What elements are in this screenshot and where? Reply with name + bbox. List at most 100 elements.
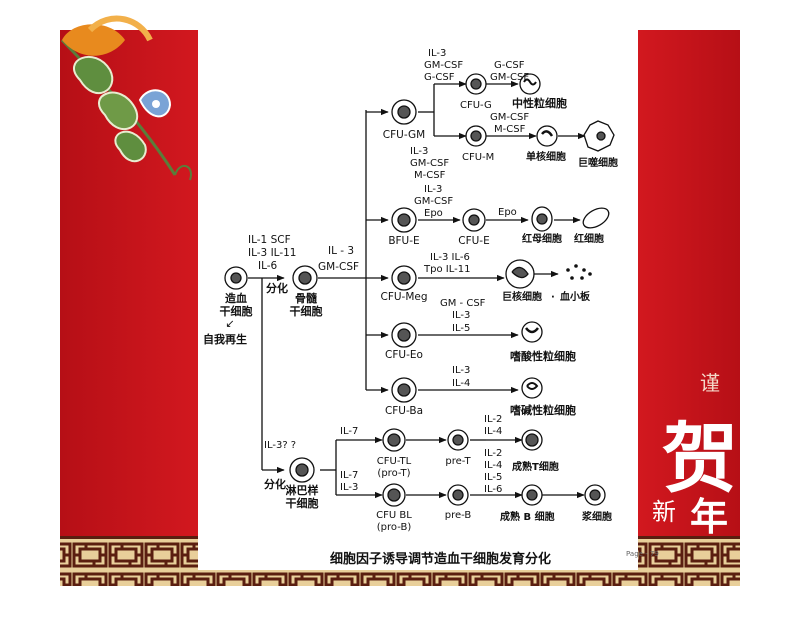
diagram-sheet <box>198 30 638 570</box>
cfu-eo-cell-icon <box>391 322 417 348</box>
lymphoid-stem-cell-icon <box>289 457 315 483</box>
svg-text:(pro-T): (pro-T) <box>377 468 410 479</box>
lymphoid-label-2: 干细胞 <box>286 496 319 510</box>
svg-text:Epo: Epo <box>424 208 443 219</box>
cfu-m-label: CFU-M <box>462 152 494 163</box>
svg-text:IL-3: IL-3 <box>410 146 428 157</box>
cfu-g-cell-icon <box>465 73 487 95</box>
hematopoiesis-diagram <box>224 73 615 507</box>
cfu-e-label: CFU-E <box>458 235 489 247</box>
stem-cell-label-1: 造血 <box>225 291 247 305</box>
svg-text:贺: 贺 <box>662 414 738 503</box>
svg-text:IL-3: IL-3 <box>452 310 470 321</box>
mature-t-label: 成熟T细胞 <box>512 460 559 473</box>
marrow-factor-2: GM-CSF <box>318 261 359 273</box>
svg-text:GM-CSF: GM-CSF <box>490 112 529 123</box>
cfu-e-cell-icon <box>462 208 486 232</box>
svg-text:IL-3 IL-6: IL-3 IL-6 <box>430 252 470 263</box>
marrow-label-1: 骨髓 <box>295 291 318 305</box>
svg-text:G-CSF: G-CSF <box>494 60 525 71</box>
pre-t-label: pre-T <box>445 456 471 467</box>
bfu-e-label: BFU-E <box>388 235 419 247</box>
cfu-tl-cell-icon <box>382 428 406 452</box>
eosinophil-label: 嗜酸性粒细胞 <box>510 349 576 363</box>
svg-text:GM-CSF: GM-CSF <box>410 158 449 169</box>
svg-text:M-CSF: M-CSF <box>414 170 446 181</box>
mature-b-label: 成熟 B 细胞 <box>500 510 555 523</box>
stem-cell-label-2: 干细胞 <box>220 304 253 318</box>
cfu-ba-label: CFU-Ba <box>385 405 423 417</box>
macrophage-label: 巨噬细胞 <box>578 156 618 169</box>
svg-text:M-CSF: M-CSF <box>494 124 526 135</box>
svg-text:IL-7: IL-7 <box>340 470 358 481</box>
cfu-bl-label: CFU BL <box>376 510 412 521</box>
svg-text:IL-4: IL-4 <box>484 426 502 437</box>
platelet-label: 血小板 <box>560 290 591 303</box>
pre-t-cell-icon <box>447 429 469 451</box>
cfu-meg-cell-icon <box>391 265 417 291</box>
svg-text:IL-3: IL-3 <box>340 482 358 493</box>
plasma-cell-icon <box>584 484 606 506</box>
cfu-gm-cell-icon <box>391 99 417 125</box>
monocyte-label: 单核细胞 <box>526 150 566 163</box>
cfu-gm-label: CFU-GM <box>383 129 425 141</box>
basophil-cell-icon <box>521 377 543 399</box>
stem-factor-3: IL-6 <box>258 260 278 272</box>
stem-arrow: ↙ <box>225 317 234 330</box>
svg-text:IL-5: IL-5 <box>484 472 502 483</box>
svg-text:IL-2: IL-2 <box>484 414 502 425</box>
svg-text:IL-3: IL-3 <box>428 48 446 59</box>
eosinophil-cell-icon <box>521 321 543 343</box>
lower-branch-label: 分化 <box>264 477 286 491</box>
svg-text:IL-4: IL-4 <box>484 460 502 471</box>
svg-text:GM-CSF: GM-CSF <box>424 60 463 71</box>
svg-text:IL-4: IL-4 <box>452 378 470 389</box>
svg-text:Epo: Epo <box>498 207 517 218</box>
rbc-cell-icon <box>582 207 610 229</box>
cfu-ba-cell-icon <box>391 377 417 403</box>
cfu-m-cell-icon <box>465 125 487 147</box>
self-renew-label: 自我再生 <box>203 332 247 346</box>
caption: 细胞因子诱导调节造血干细胞发育分化 <box>330 551 551 567</box>
svg-text:IL-5: IL-5 <box>452 323 470 334</box>
svg-text:GM-CSF: GM-CSF <box>414 196 453 207</box>
right-red-panel <box>638 30 740 586</box>
svg-text:·: · <box>551 292 555 303</box>
neutrophil-label: 中性粒细胞 <box>512 96 567 110</box>
marrow-label-2: 干细胞 <box>290 304 323 318</box>
cfu-g-label: CFU-G <box>460 100 492 111</box>
erythroblast-label: 红母细胞 <box>522 232 562 245</box>
cfu-bl-cell-icon <box>382 483 406 507</box>
svg-text:Tpo IL-11: Tpo IL-11 <box>423 264 470 275</box>
plasma-label: 浆细胞 <box>582 510 612 523</box>
megakaryocyte-label: 巨核细胞 <box>502 290 542 303</box>
cfu-eo-label: CFU-Eo <box>385 349 423 361</box>
svg-text:新: 新 <box>652 498 676 526</box>
svg-text:年: 年 <box>690 494 728 539</box>
erythroblast-cell-icon <box>531 206 553 232</box>
basophil-label: 嗜碱性粒细胞 <box>510 403 576 417</box>
svg-text:GM - CSF: GM - CSF <box>440 298 486 309</box>
svg-text:IL-3: IL-3 <box>452 365 470 376</box>
morning-glory-flower-icon <box>60 15 192 181</box>
stem-cell-icon <box>224 266 248 290</box>
mature-t-cell-icon <box>521 429 543 451</box>
megakaryocyte-cell-icon <box>505 259 535 289</box>
he-xin-nian-calligraphy-icon: 谨 贺 新 年 <box>652 371 738 539</box>
pre-b-cell-icon <box>447 484 469 506</box>
macrophage-cell-icon <box>583 120 615 152</box>
svg-text:IL-7: IL-7 <box>340 426 358 437</box>
stem-factor-2: IL-3 IL-11 <box>248 247 296 259</box>
page-label: Page - 79 <box>626 550 659 558</box>
rbc-label: 红细胞 <box>574 232 604 245</box>
platelet-icon <box>566 264 592 280</box>
upper-branch-label: 分化 <box>266 281 288 295</box>
marrow-factor-1: IL - 3 <box>328 245 354 257</box>
pre-b-label: pre-B <box>445 510 472 521</box>
svg-text:(pro-B): (pro-B) <box>377 522 412 533</box>
bfu-e-cell-icon <box>391 207 417 233</box>
neutrophil-cell-icon <box>519 73 541 95</box>
monocyte-cell-icon <box>536 125 558 147</box>
